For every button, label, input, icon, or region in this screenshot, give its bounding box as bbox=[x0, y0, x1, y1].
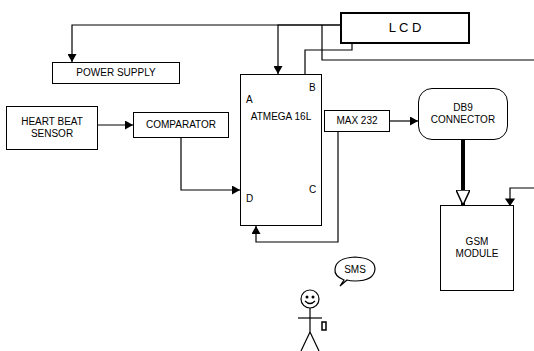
connector-box: DB9 CONNECTOR bbox=[418, 88, 508, 140]
max232-box: MAX 232 bbox=[324, 110, 390, 132]
mobile-phone bbox=[322, 322, 326, 330]
connector bbox=[390, 120, 418, 121]
node-text: GSM MODULE bbox=[449, 236, 505, 261]
node-text: COMPARATOR bbox=[146, 119, 216, 132]
person-head bbox=[301, 290, 319, 308]
connector bbox=[72, 25, 340, 62]
person-leg bbox=[310, 332, 319, 351]
node-text: L C D bbox=[389, 20, 422, 36]
node-text: HEART BEAT SENSOR bbox=[13, 116, 91, 141]
connector bbox=[461, 140, 465, 205]
lcd-box: L C D bbox=[340, 12, 470, 44]
pin-label: A bbox=[246, 94, 253, 105]
node-text: SMS bbox=[344, 264, 366, 277]
person-eye bbox=[312, 296, 314, 298]
node-text: ATMEGA 16L bbox=[251, 111, 311, 124]
power-supply-box: POWER SUPPLY bbox=[52, 62, 180, 84]
person-arms bbox=[298, 317, 322, 318]
node-text: DB9 CONNECTOR bbox=[429, 102, 497, 127]
person-eye bbox=[306, 296, 308, 298]
sensor-box: HEART BEAT SENSOR bbox=[6, 106, 98, 150]
comparator-box: COMPARATOR bbox=[133, 112, 229, 138]
connector bbox=[305, 44, 352, 74]
pin-label: C bbox=[309, 184, 316, 195]
person-body bbox=[309, 308, 310, 332]
connector bbox=[98, 124, 133, 125]
node-text: MAX 232 bbox=[336, 115, 377, 128]
node-text: POWER SUPPLY bbox=[76, 67, 155, 80]
gsm-module-box: GSM MODULE bbox=[440, 205, 514, 291]
connector bbox=[181, 138, 240, 190]
person-smile bbox=[305, 301, 315, 304]
bus-line bbox=[510, 188, 534, 199]
speech-bubble: SMS bbox=[334, 256, 376, 284]
pin-label: B bbox=[309, 82, 316, 93]
pin-label: D bbox=[246, 193, 253, 204]
person-leg bbox=[301, 332, 310, 351]
